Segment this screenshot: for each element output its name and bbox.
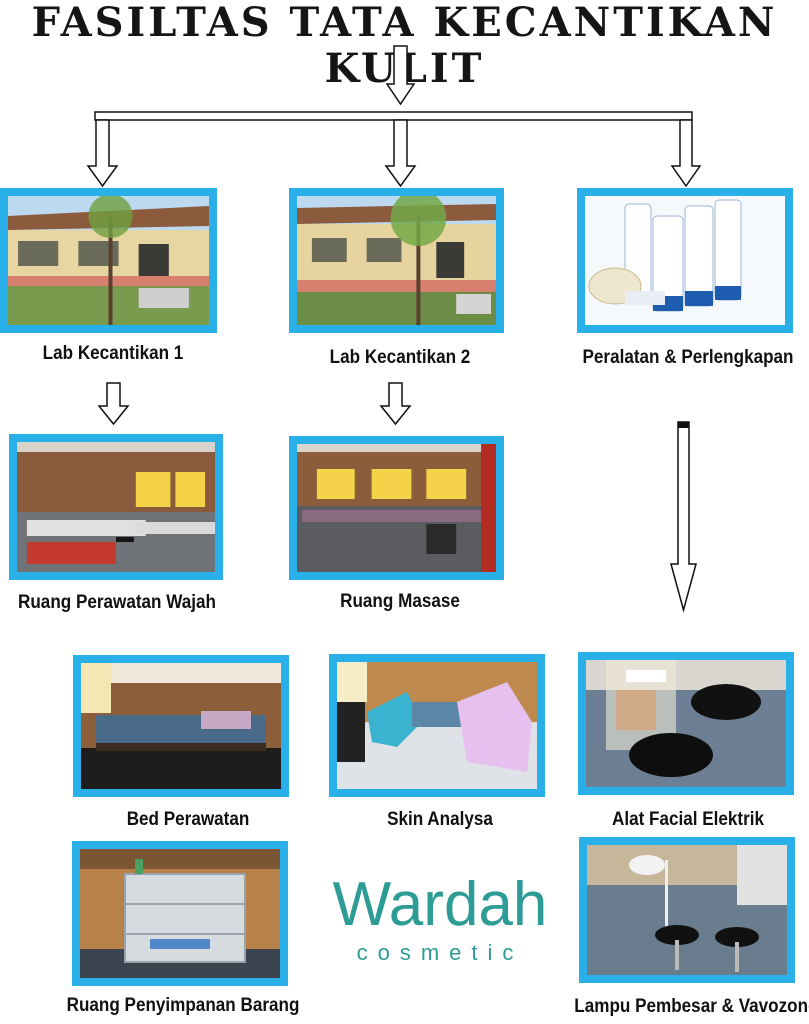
- label-lab-kecantikan-2: Lab Kecantikan 2: [329, 347, 471, 368]
- arrow-to-lab2: [384, 119, 417, 188]
- photo-ruang-perawatan-wajah: [9, 434, 223, 580]
- arrow-title-down: [385, 45, 416, 106]
- label-skin-analysa: Skin Analysa: [387, 809, 493, 830]
- photo-alat-facial-elektrik: [578, 652, 794, 795]
- photo-ruang-masase: [289, 436, 504, 580]
- label-ruang-perawatan-wajah: Ruang Perawatan Wajah: [18, 592, 216, 613]
- photo-lab-kecantikan-1: [0, 188, 217, 333]
- arrow-to-lab1: [86, 119, 119, 188]
- label-peralatan-perlengkapan: Peralatan & Perlengkapan: [582, 347, 794, 368]
- photo-peralatan-perlengkapan: [577, 188, 793, 333]
- photo-bed-perawatan: [73, 655, 289, 797]
- logo-wordmark: Wardah: [332, 870, 548, 939]
- photo-ruang-penyimpanan-barang: [72, 841, 288, 986]
- label-alat-facial-elektrik: Alat Facial Elektrik: [611, 809, 765, 830]
- arrow-to-peralatan: [670, 119, 702, 188]
- wardah-logo: Wardah cosmetic: [330, 870, 550, 966]
- arrow-peralatan-long: [670, 421, 697, 613]
- branch-bar: [94, 111, 693, 121]
- label-bed-perawatan: Bed Perawatan: [126, 809, 250, 830]
- label-lampu-pembesar-vavozone: Lampu Pembesar & Vavozone: [574, 996, 809, 1017]
- photo-skin-analysa: [329, 654, 545, 797]
- label-lab-kecantikan-1: Lab Kecantikan 1: [42, 343, 184, 364]
- photo-lab-kecantikan-2: [289, 188, 504, 333]
- photo-lampu-pembesar-vavozone: [579, 837, 795, 983]
- arrow-lab2-down: [379, 382, 412, 426]
- arrow-lab1-down: [97, 382, 130, 426]
- logo-subtitle: cosmetic: [356, 940, 524, 965]
- label-ruang-penyimpanan-barang: Ruang Penyimpanan Barang: [66, 995, 300, 1016]
- label-ruang-masase: Ruang Masase: [340, 591, 460, 612]
